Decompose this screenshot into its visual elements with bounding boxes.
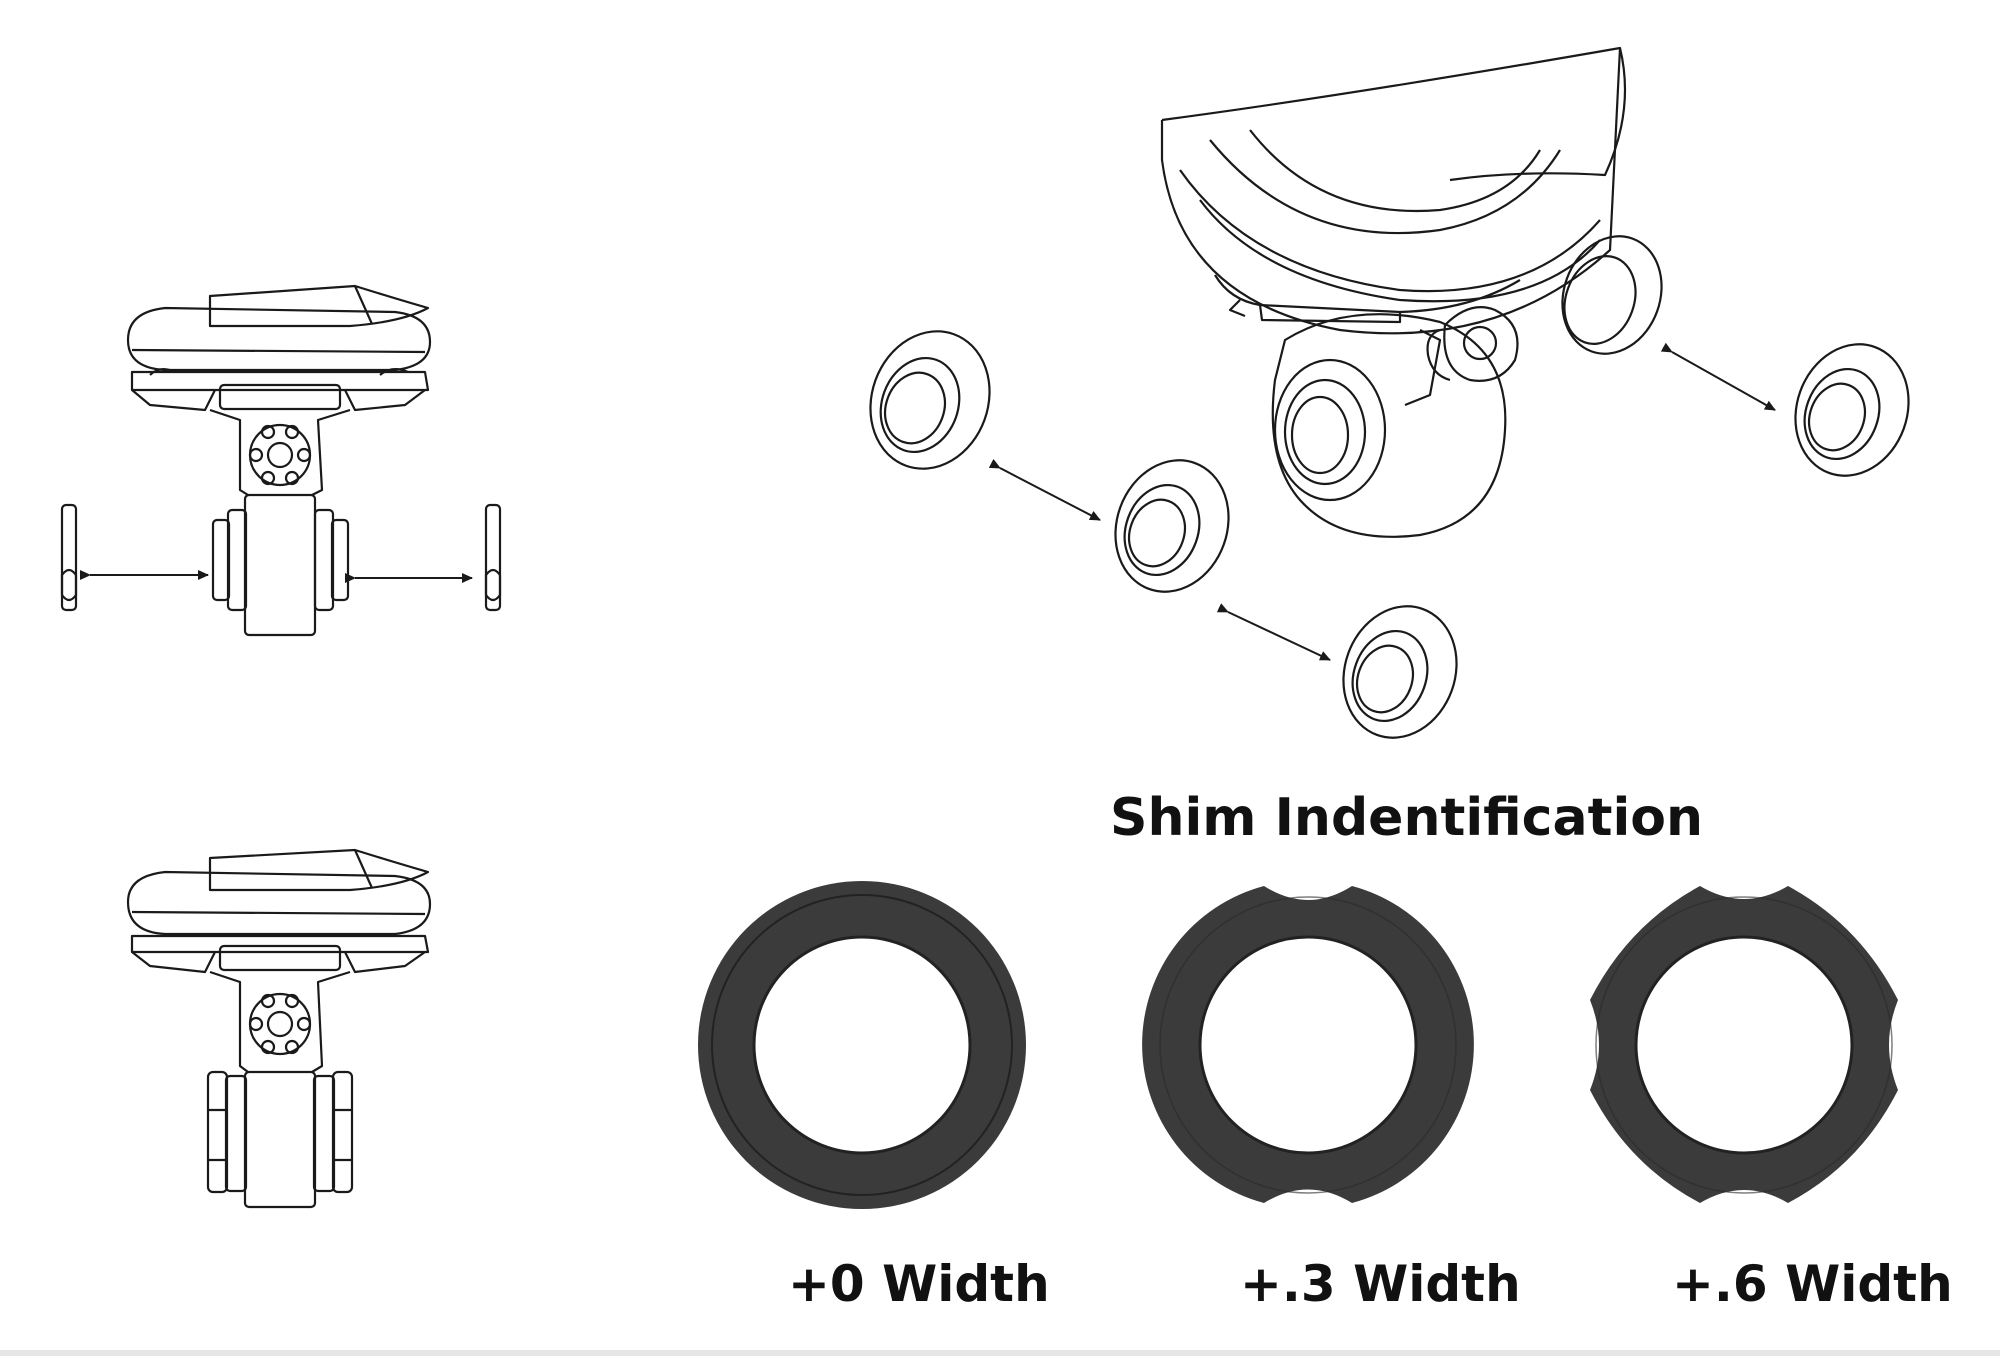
diagram-title: Shim Indentification [1110, 788, 1704, 848]
shim-ring-icon [698, 881, 1898, 1209]
shim-label-6: +.6 Width [1672, 1255, 1953, 1313]
shim-label-3: +.3 Width [1240, 1255, 1521, 1313]
gimbal-front-assembled-icon [126, 848, 432, 1209]
gimbal-isometric-exploded-icon [869, 46, 1910, 739]
shim-label-0: +0 Width [788, 1255, 1050, 1313]
arrow-shim-2 [1216, 603, 1331, 661]
gimbal-front-exploded-icon [60, 284, 502, 637]
bottom-border [0, 1350, 2000, 1356]
arrow-shim-3 [1660, 342, 1776, 411]
arrow-shim-1 [988, 458, 1101, 521]
